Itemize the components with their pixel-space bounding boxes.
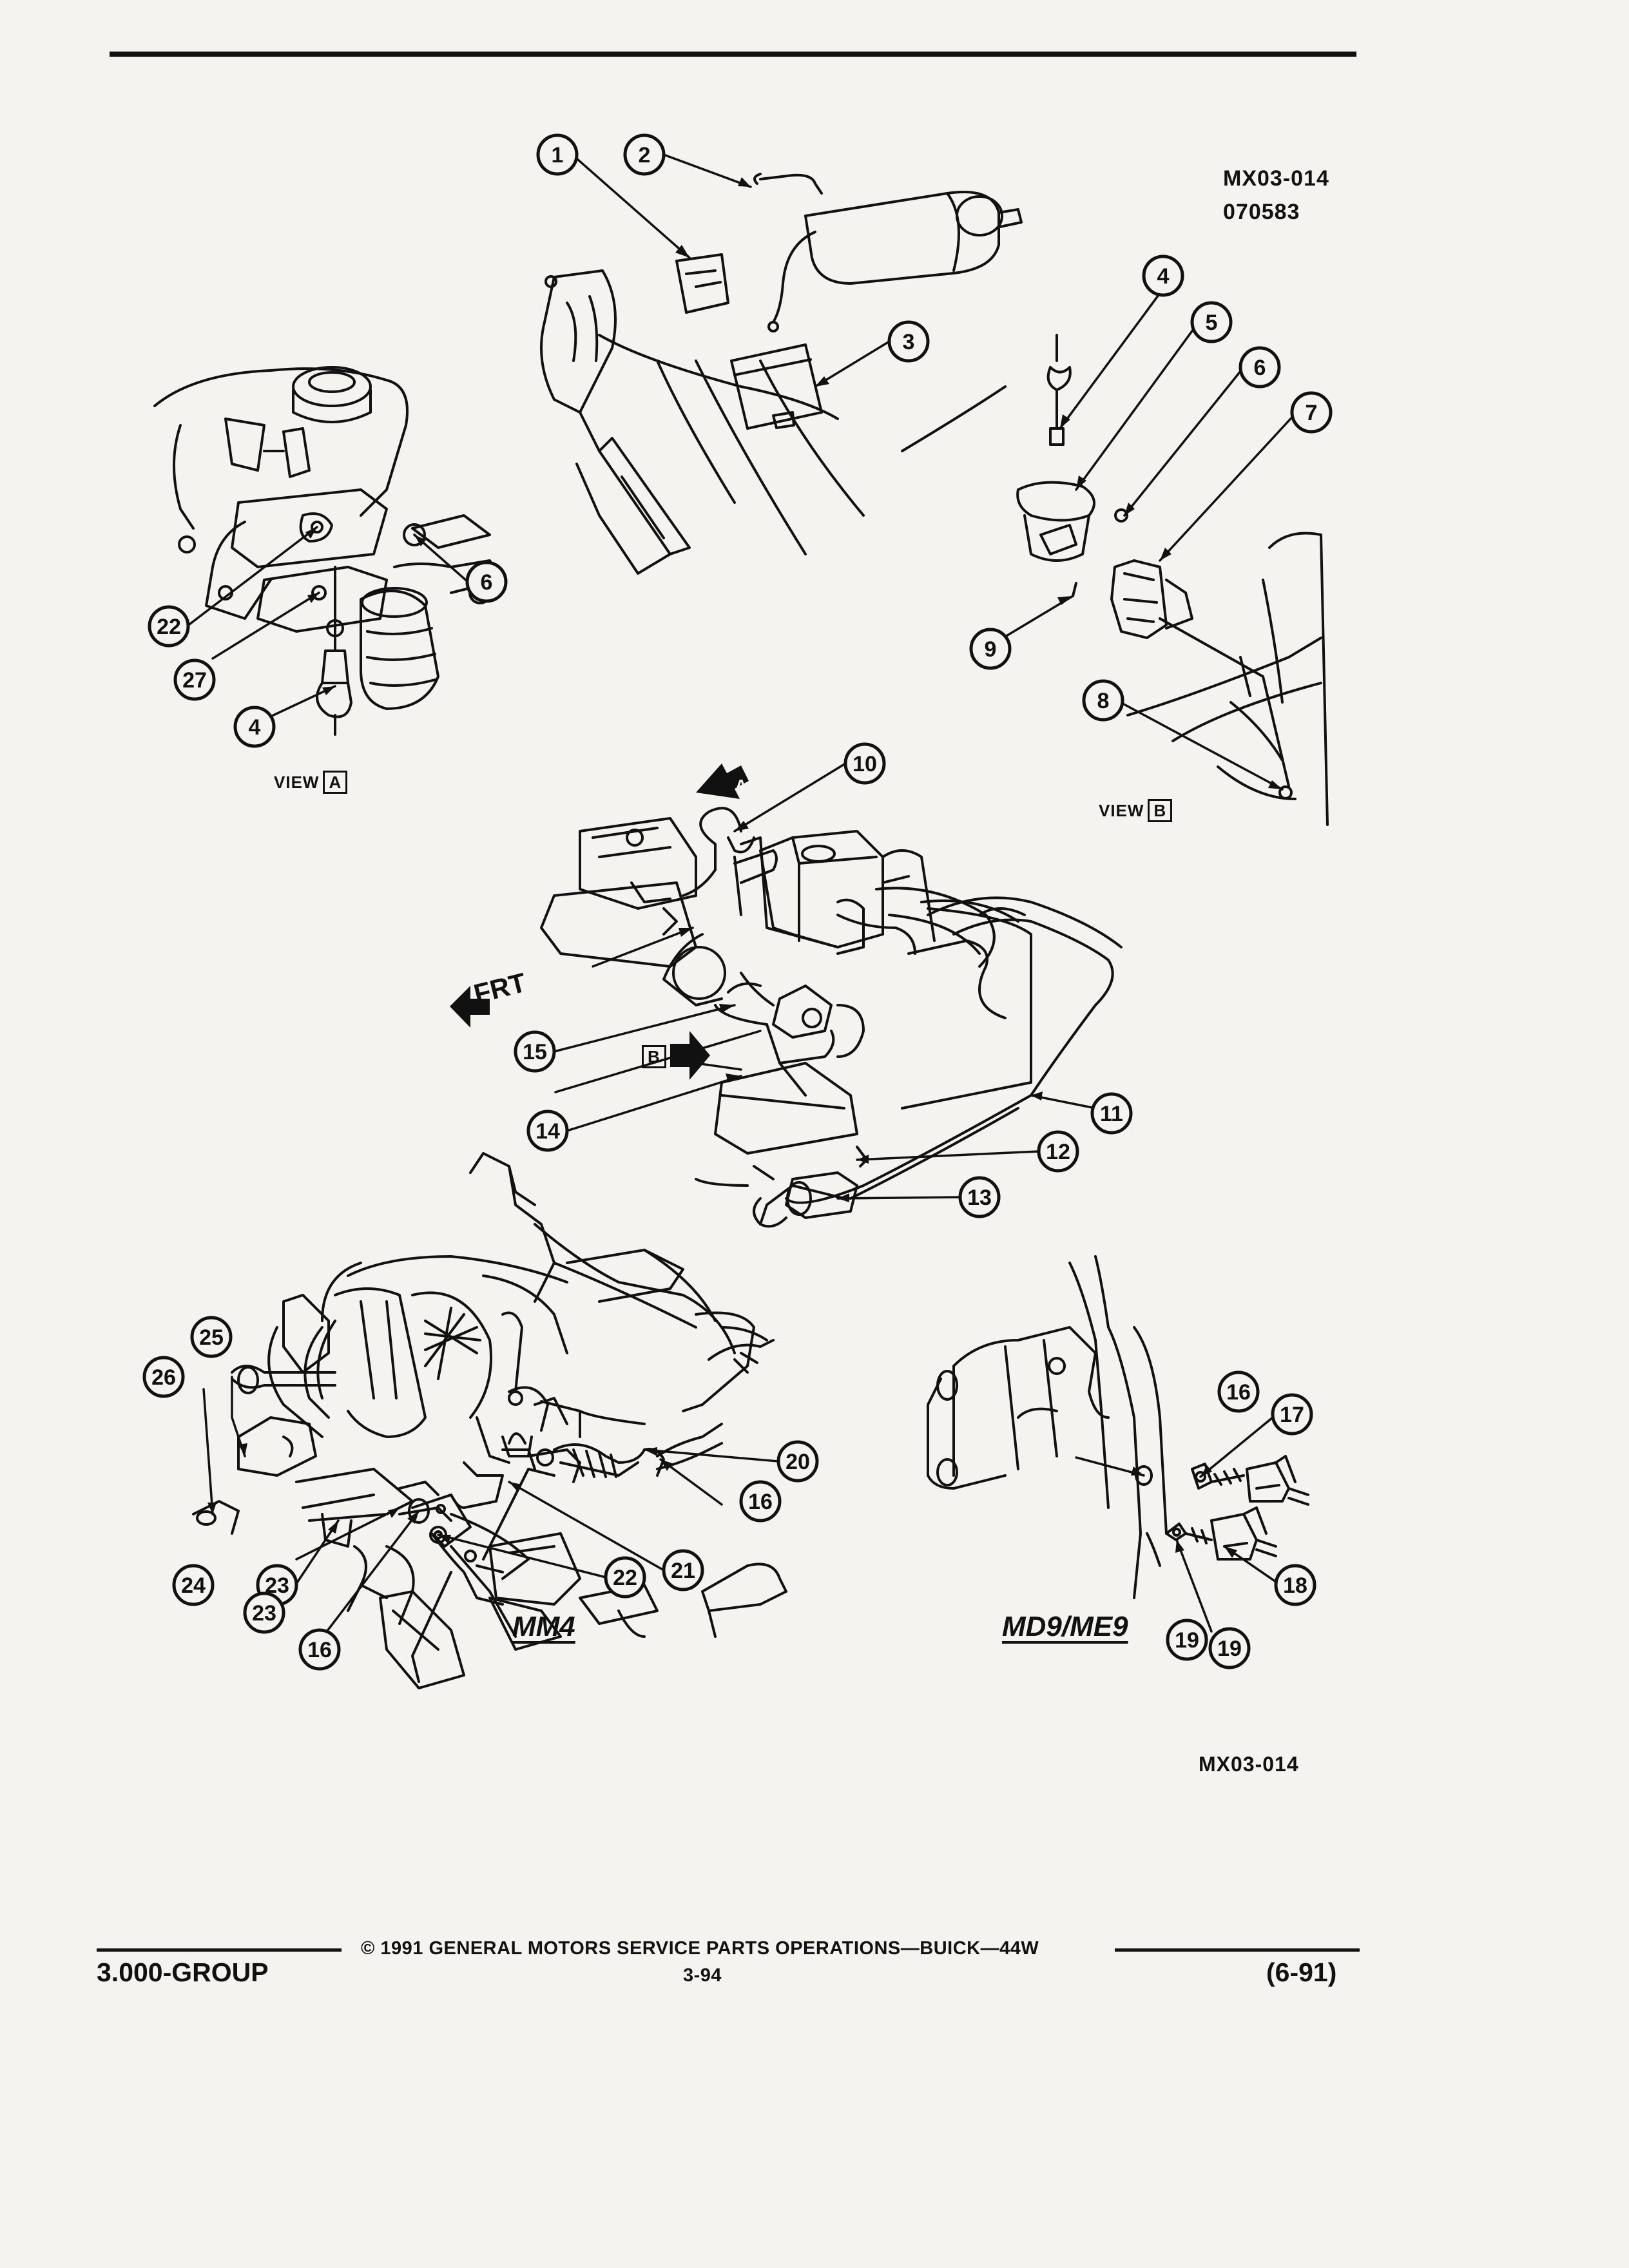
callout-4-view-b: 4 — [1157, 264, 1170, 289]
callout-12: 12 — [1046, 1140, 1070, 1164]
view-b-letter: B — [1148, 799, 1173, 822]
arrow-b-letter: B — [642, 1045, 666, 1068]
callout-7: 7 — [1306, 401, 1318, 425]
callout-25: 25 — [199, 1325, 224, 1350]
callout-6-view-b: 6 — [1254, 356, 1266, 380]
variant-md9-me9-label: MD9/ME9 — [1002, 1611, 1128, 1642]
callout-24-label: 24 — [181, 1573, 206, 1598]
callout-21: 21 — [671, 1559, 695, 1583]
footer-copyright: © 1991 GENERAL MOTORS SERVICE PARTS OPER… — [361, 1938, 1039, 1959]
figure-number: 070583 — [1223, 200, 1300, 224]
footer-page-number: 3-94 — [683, 1965, 722, 1986]
callout-circles — [142, 133, 1333, 1671]
md9-me9-drawing — [927, 1255, 1309, 1599]
callout-4-view-a: 4 — [249, 715, 261, 740]
footer-rule-left — [97, 1948, 342, 1952]
view-b-word: VIEW — [1099, 801, 1144, 820]
leader-lines — [186, 153, 1298, 1643]
callout-18: 18 — [1283, 1573, 1307, 1598]
footer-rule-right — [1115, 1948, 1360, 1952]
figure-code: MX03-014 — [1223, 166, 1329, 191]
callout-23-alt: 23 — [265, 1573, 289, 1598]
callout-19: 19 — [1217, 1637, 1242, 1661]
arrow-b-label: B — [638, 1045, 666, 1068]
center-assembly — [540, 807, 1123, 1228]
mm4-drawing — [192, 1152, 787, 1689]
callout-23: 23 — [252, 1601, 276, 1626]
leader-arrowheads — [207, 177, 1282, 1558]
callout-13: 13 — [967, 1186, 992, 1210]
footer-date: (6-91) — [1266, 1957, 1337, 1987]
callout-10: 10 — [853, 752, 877, 776]
header-rule — [110, 52, 1356, 57]
callout-16-mm4-right: 16 — [748, 1490, 773, 1514]
callout-1: 1 — [552, 143, 564, 168]
callout-11: 11 — [1100, 1102, 1123, 1126]
footer-group: 3.000-GROUP — [97, 1957, 269, 1987]
view-a-letter: A — [323, 771, 348, 794]
callout-20: 20 — [786, 1450, 810, 1474]
callout-16-mm4-left: 16 — [307, 1638, 332, 1662]
callout-15: 15 — [523, 1040, 547, 1064]
callout-19-alt: 19 — [1175, 1628, 1199, 1653]
arrow-a-letter: A — [735, 776, 747, 795]
callout-22-view-a: 22 — [157, 615, 181, 639]
view-a-word: VIEW — [274, 773, 320, 792]
direction-arrows — [450, 764, 749, 1080]
callout-27: 27 — [182, 668, 207, 693]
callout-3: 3 — [903, 330, 915, 354]
callout-5: 5 — [1206, 311, 1218, 335]
view-b-drawing — [1016, 334, 1329, 826]
callout-26: 26 — [151, 1365, 176, 1390]
callout-2: 2 — [639, 143, 651, 168]
callout-16-md9: 16 — [1226, 1380, 1251, 1405]
top-center-assembly — [540, 173, 1023, 575]
callout-17: 17 — [1280, 1403, 1304, 1427]
figure-code-bottom: MX03-014 — [1199, 1753, 1299, 1776]
callout-numbers: 1 2 3 4 5 6 7 8 9 10 11 12 13 14 15 16 1… — [151, 143, 1317, 1662]
callout-8: 8 — [1097, 689, 1110, 713]
variant-mm4-label: MM4 — [512, 1611, 575, 1642]
callout-9: 9 — [985, 637, 997, 662]
callout-14: 14 — [535, 1119, 560, 1144]
callout-22-mm4: 22 — [613, 1566, 637, 1590]
callout-6-view-a: 6 — [481, 570, 493, 595]
